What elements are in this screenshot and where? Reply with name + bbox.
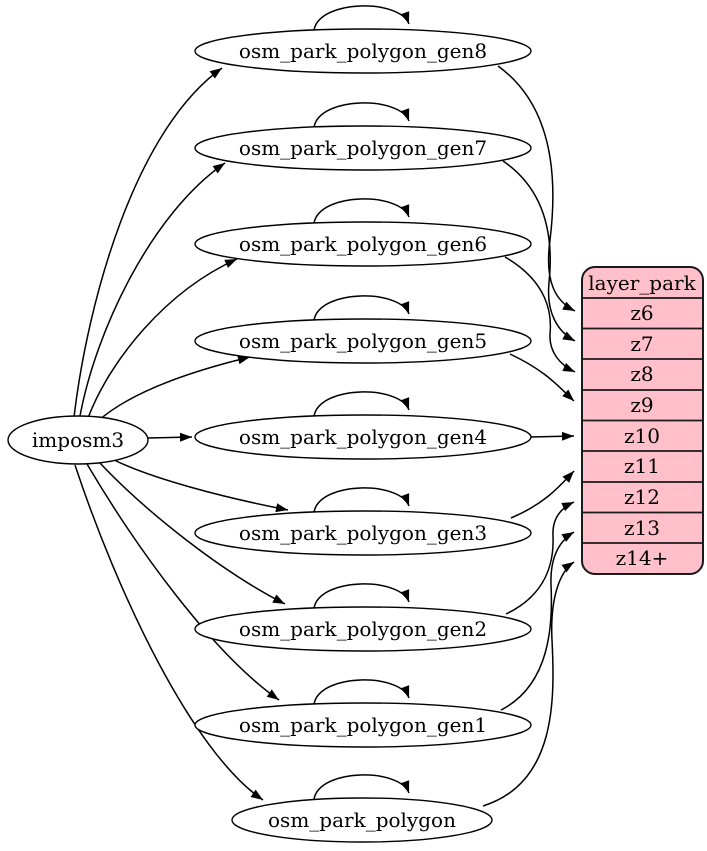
edge-gen8-to-z6 bbox=[497, 65, 576, 312]
layer_park-row-z8: z8 bbox=[630, 362, 653, 386]
edge-imposm3-to-osm_park_polygon bbox=[74, 464, 264, 801]
layer_park-row-z7: z7 bbox=[630, 332, 653, 356]
edge-imposm3-to-gen5 bbox=[97, 355, 251, 422]
layer_park-row-z11: z11 bbox=[624, 454, 660, 478]
gen2-ellipse bbox=[194, 606, 532, 652]
node-osm_park_polygon_gen5: osm_park_polygon_gen5 bbox=[194, 318, 532, 364]
edge-gen5-to-z9 bbox=[509, 353, 575, 402]
edges-to-layer-park bbox=[482, 65, 576, 807]
edge-gen6-to-z8 bbox=[504, 256, 576, 373]
gen4-ellipse bbox=[194, 414, 532, 460]
osm_park_polygon-ellipse bbox=[231, 797, 493, 843]
gen7-ellipse bbox=[194, 125, 532, 171]
node-imposm3: imposm3 bbox=[7, 415, 149, 465]
osm_park_polygon-label: osm_park_polygon bbox=[268, 808, 456, 832]
gen6-ellipse bbox=[194, 221, 532, 267]
edge-gen3-to-z11 bbox=[510, 470, 575, 519]
self-loop-gen6 bbox=[313, 198, 410, 224]
node-osm_park_polygon_gen7: osm_park_polygon_gen7 bbox=[194, 125, 532, 171]
edge-osm_park_polygon-to-z14 bbox=[482, 561, 575, 807]
self-loop-gen1 bbox=[313, 679, 410, 705]
self-loop-gen8 bbox=[313, 5, 410, 31]
layer_park-title: layer_park bbox=[588, 271, 696, 295]
gen3-label: osm_park_polygon_gen3 bbox=[239, 521, 487, 545]
gen1-label: osm_park_polygon_gen1 bbox=[239, 713, 487, 737]
gen5-label: osm_park_polygon_gen5 bbox=[239, 329, 487, 353]
edge-imposm3-to-gen7 bbox=[79, 162, 226, 417]
edge-imposm3-to-gen1 bbox=[86, 463, 280, 701]
edge-imposm3-to-gen4 bbox=[147, 432, 193, 442]
gen1-ellipse bbox=[194, 702, 532, 748]
edge-imposm3-to-gen3 bbox=[111, 458, 289, 513]
edge-gen1-to-z13 bbox=[500, 531, 575, 711]
imposm3-ellipse bbox=[7, 415, 149, 465]
node-osm_park_polygon_gen6: osm_park_polygon_gen6 bbox=[194, 221, 532, 267]
self-loop-gen3 bbox=[313, 487, 410, 513]
node-osm_park_polygon_gen2: osm_park_polygon_gen2 bbox=[194, 606, 532, 652]
edges-from-imposm3 bbox=[73, 67, 289, 801]
layer_park-row-z12: z12 bbox=[624, 485, 660, 509]
edge-gen7-to-z7 bbox=[502, 160, 576, 342]
gen6-label: osm_park_polygon_gen6 bbox=[239, 232, 487, 256]
edge-imposm3-to-gen8 bbox=[73, 67, 223, 418]
gen8-ellipse bbox=[194, 28, 532, 74]
edge-gen2-to-z12 bbox=[505, 501, 575, 615]
layer_park-row-z9: z9 bbox=[630, 393, 653, 417]
node-osm_park_polygon: osm_park_polygon bbox=[231, 797, 493, 843]
gen5-ellipse bbox=[194, 318, 532, 364]
layer_park-row-z13: z13 bbox=[624, 516, 660, 540]
self-loop-gen4 bbox=[313, 391, 410, 417]
gen3-ellipse bbox=[194, 510, 532, 556]
layer_park-row-z10: z10 bbox=[624, 424, 660, 448]
layer_park-row-z6: z6 bbox=[630, 301, 653, 325]
self-loop-edges bbox=[313, 5, 410, 800]
node-osm_park_polygon_gen1: osm_park_polygon_gen1 bbox=[194, 702, 532, 748]
layer_park-row-z14: z14+ bbox=[616, 546, 669, 570]
gen2-label: osm_park_polygon_gen2 bbox=[239, 617, 487, 641]
node-osm_park_polygon_gen8: osm_park_polygon_gen8 bbox=[194, 28, 532, 74]
edge-imposm3-to-gen2 bbox=[98, 461, 286, 605]
node-osm_park_polygon_gen4: osm_park_polygon_gen4 bbox=[194, 414, 532, 460]
node-osm_park_polygon_gen3: osm_park_polygon_gen3 bbox=[194, 510, 532, 556]
self-loop-gen5 bbox=[313, 295, 410, 321]
node-layer_park: layer_park z6 z7 z8 z9 z10 z11 z12 z13 z… bbox=[581, 266, 704, 575]
edge-imposm3-to-gen6 bbox=[87, 258, 238, 419]
imposm3-label: imposm3 bbox=[32, 428, 124, 452]
self-loop-gen7 bbox=[313, 102, 410, 128]
self-loop-osm_park_polygon bbox=[313, 774, 410, 800]
gen7-label: osm_park_polygon_gen7 bbox=[239, 136, 487, 160]
gen4-label: osm_park_polygon_gen4 bbox=[239, 425, 487, 449]
gen8-label: osm_park_polygon_gen8 bbox=[239, 39, 487, 63]
self-loop-gen2 bbox=[313, 583, 410, 609]
edge-gen4-to-z10 bbox=[530, 431, 575, 441]
